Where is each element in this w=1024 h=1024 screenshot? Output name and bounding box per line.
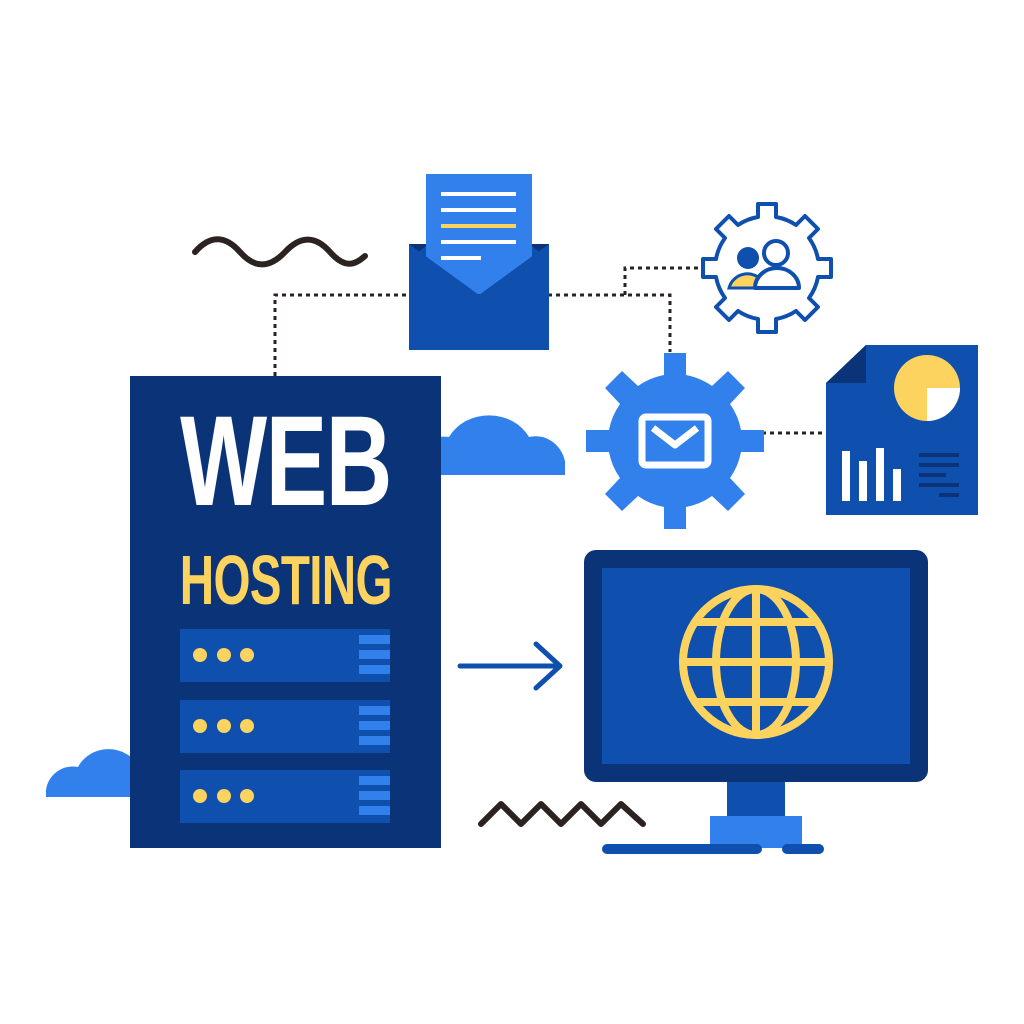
status-dot bbox=[240, 789, 254, 803]
vent-bar bbox=[359, 776, 390, 785]
mail-gear-icon bbox=[586, 353, 764, 529]
arrow-right-icon bbox=[457, 641, 563, 691]
title-hosting: HOSTING bbox=[179, 541, 393, 619]
status-dot bbox=[240, 648, 254, 662]
status-dot bbox=[193, 719, 207, 733]
status-dot bbox=[193, 648, 207, 662]
title-web: WEB bbox=[180, 390, 392, 533]
server-rack-3 bbox=[180, 770, 390, 823]
status-dot bbox=[240, 719, 254, 733]
envelope-document-icon bbox=[409, 174, 549, 350]
status-dot bbox=[193, 789, 207, 803]
squiggle-decoration bbox=[192, 236, 368, 268]
cloud-icon bbox=[409, 415, 565, 475]
status-dot bbox=[217, 719, 231, 733]
zigzag-decoration bbox=[478, 801, 646, 827]
vent-bar bbox=[359, 791, 390, 800]
user-group-gear-icon bbox=[701, 202, 833, 334]
server-rack-2 bbox=[180, 700, 390, 753]
vent-bar bbox=[359, 635, 390, 644]
server-rack-1 bbox=[180, 629, 390, 682]
status-dot bbox=[217, 789, 231, 803]
report-document-icon bbox=[826, 345, 978, 515]
globe-icon bbox=[679, 585, 833, 739]
vent-bar bbox=[359, 665, 390, 674]
monitor-globe-icon bbox=[584, 550, 928, 854]
vent-bar bbox=[359, 706, 390, 715]
vent-bar bbox=[359, 736, 390, 745]
vent-bar bbox=[359, 721, 390, 730]
vent-bar bbox=[359, 650, 390, 659]
vent-bar bbox=[359, 806, 390, 815]
status-dot bbox=[217, 648, 231, 662]
server-tower bbox=[130, 376, 441, 848]
